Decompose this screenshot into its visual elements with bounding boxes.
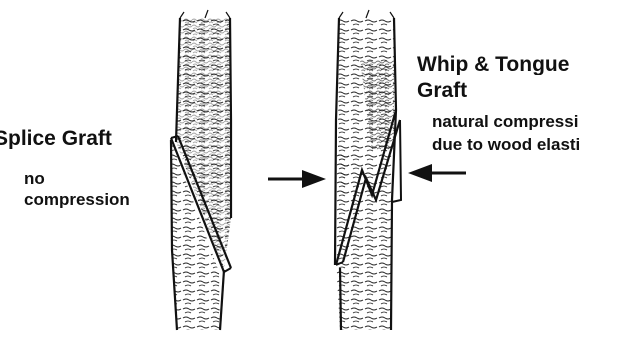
whip-graft-title-line-2: Graft [417,80,467,101]
splice-note-line-2: compression [24,191,130,208]
splice-note-line-1: no [24,170,45,187]
whip-note-line-1: natural compressi [432,113,624,130]
whip-note-line-2: due to wood elasti [432,136,624,153]
splice-graft-title: Splice Graft [0,128,112,149]
whip-tongue-graft-stem [335,10,401,330]
whip-graft-title-line-1: Whip & Tongue [417,54,569,75]
splice-graft-stem [171,10,231,330]
arrow-right-icon [268,170,326,188]
arrow-left-icon [408,164,466,182]
